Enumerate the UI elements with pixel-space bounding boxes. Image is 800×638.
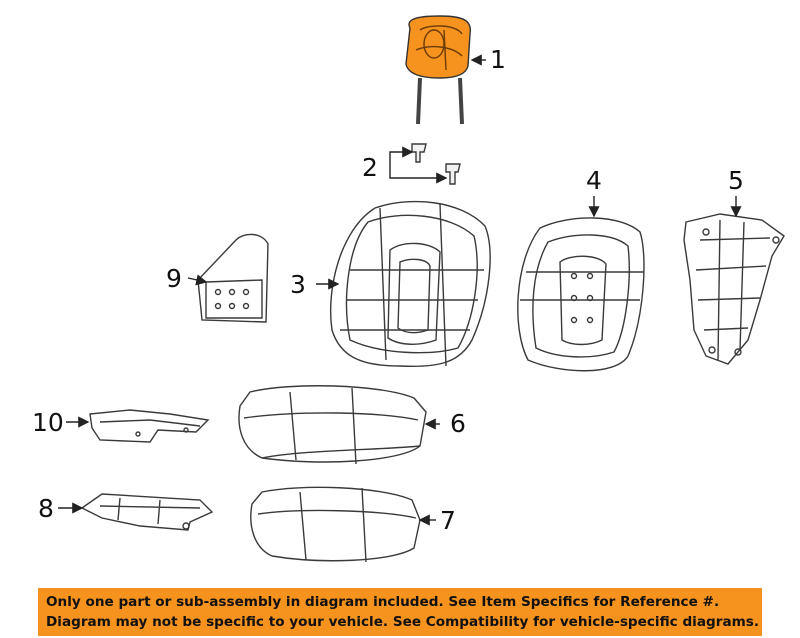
disclaimer-banner: Only one part or sub-assembly in diagram… xyxy=(38,588,762,636)
callout-2: 2 xyxy=(362,153,378,182)
leader-lines xyxy=(58,54,742,526)
seat-cushion-cover-part xyxy=(238,385,427,465)
seat-back-frame-part xyxy=(329,200,491,368)
disclaimer-line-1: Only one part or sub-assembly in diagram… xyxy=(46,594,720,610)
callout-10: 10 xyxy=(32,408,64,437)
seat-back-pad-part xyxy=(517,217,645,372)
seat-back-panel-part xyxy=(683,213,785,365)
callout-5: 5 xyxy=(728,166,744,195)
lumbar-part xyxy=(197,233,269,323)
callout-1: 1 xyxy=(490,45,506,74)
seat-cushion-pad-part xyxy=(250,486,421,563)
callout-7: 7 xyxy=(440,506,456,535)
callout-3: 3 xyxy=(290,270,306,299)
callout-8: 8 xyxy=(38,494,54,523)
callout-9: 9 xyxy=(166,264,182,293)
callout-6: 6 xyxy=(450,409,466,438)
cushion-sensor-part xyxy=(80,493,214,531)
headrest-part xyxy=(405,15,472,125)
callout-4: 4 xyxy=(586,166,602,195)
heater-part xyxy=(89,409,210,443)
disclaimer-line-2: Diagram may not be specific to your vehi… xyxy=(46,614,760,630)
